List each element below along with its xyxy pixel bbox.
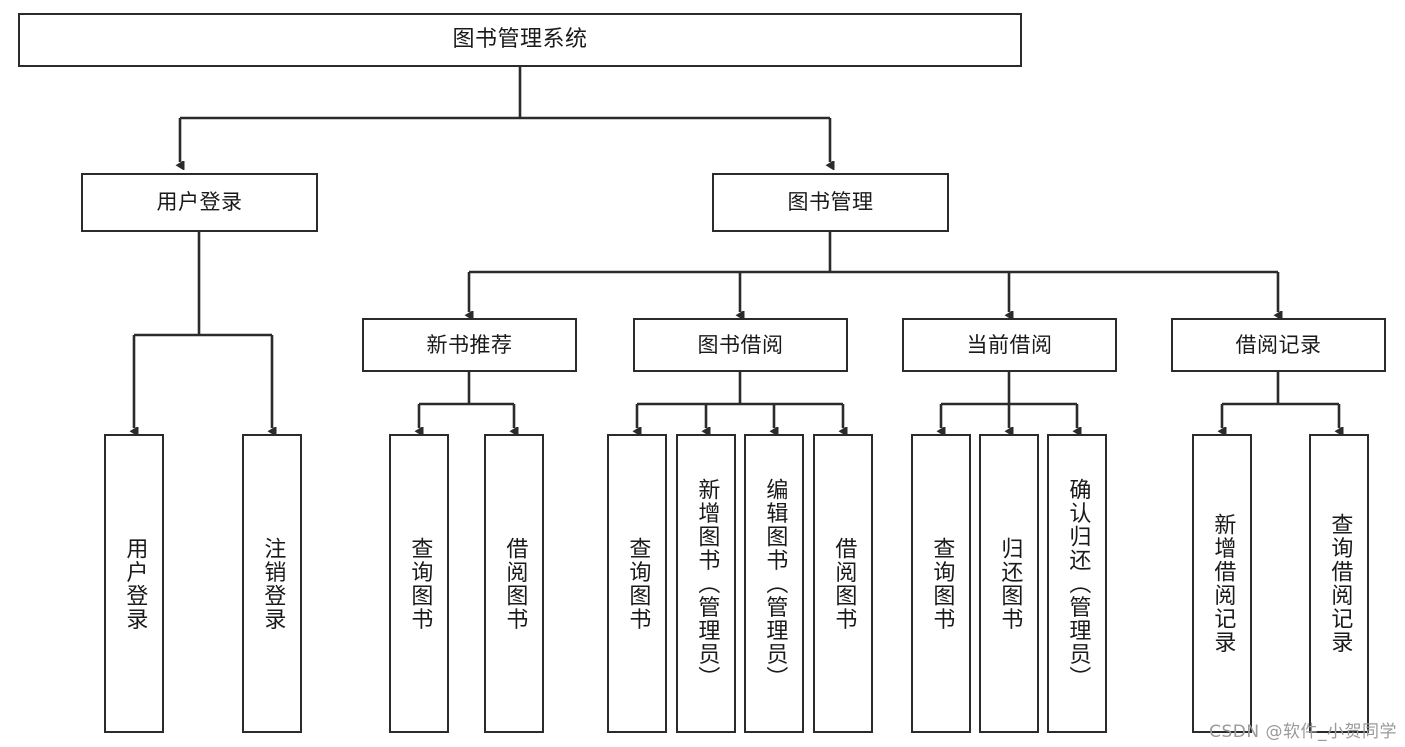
node-leaf-borrow-query[interactable]: 查询图书	[607, 434, 667, 733]
node-root-system[interactable]: 图书管理系统	[18, 13, 1022, 67]
node-leaf-borrow-edit-book-admin[interactable]: 编辑图书（管理员）	[744, 434, 804, 733]
node-leaf-label: 新增借阅记录	[1210, 513, 1236, 654]
node-book-borrow[interactable]: 图书借阅	[633, 318, 848, 372]
node-borrow-record[interactable]: 借阅记录	[1171, 318, 1386, 372]
node-leaf-borrow-add-book-admin[interactable]: 新增图书（管理员）	[676, 434, 736, 733]
node-leaf-label: 查询图书	[929, 536, 955, 631]
node-new-book-recommend[interactable]: 新书推荐	[362, 318, 577, 372]
node-current-borrow[interactable]: 当前借阅	[902, 318, 1117, 372]
node-leaf-label: 借阅图书	[502, 536, 528, 631]
node-leaf-current-confirm-return-admin[interactable]: 确认归还（管理员）	[1047, 434, 1107, 733]
node-book-borrow-label: 图书借阅	[697, 332, 784, 357]
node-leaf-current-return[interactable]: 归还图书	[979, 434, 1039, 733]
node-leaf-new-book-query[interactable]: 查询图书	[389, 434, 449, 733]
node-leaf-label: 查询借阅记录	[1327, 513, 1353, 654]
node-leaf-label: 查询图书	[407, 536, 433, 631]
node-leaf-user-login-login[interactable]: 用户登录	[104, 434, 164, 733]
node-root-system-label: 图书管理系统	[452, 27, 588, 53]
node-leaf-current-query[interactable]: 查询图书	[911, 434, 971, 733]
node-borrow-record-label: 借阅记录	[1235, 332, 1322, 357]
node-leaf-label: 编辑图书（管理员）	[762, 477, 788, 690]
watermark-text: CSDN @软件_小贺同学	[1209, 722, 1397, 742]
node-leaf-record-query[interactable]: 查询借阅记录	[1309, 434, 1369, 733]
node-leaf-label: 用户登录	[122, 536, 148, 631]
node-book-manage[interactable]: 图书管理	[712, 173, 949, 232]
node-leaf-label: 查询图书	[625, 536, 651, 631]
node-leaf-label: 新增图书（管理员）	[694, 477, 720, 690]
node-leaf-new-book-borrow[interactable]: 借阅图书	[484, 434, 544, 733]
node-current-borrow-label: 当前借阅	[966, 332, 1053, 357]
node-leaf-record-add[interactable]: 新增借阅记录	[1192, 434, 1252, 733]
node-new-book-recommend-label: 新书推荐	[426, 332, 513, 357]
node-leaf-user-login-logout[interactable]: 注销登录	[242, 434, 302, 733]
node-leaf-borrow-borrow-book[interactable]: 借阅图书	[813, 434, 873, 733]
node-book-manage-label: 图书管理	[787, 190, 874, 215]
node-user-login[interactable]: 用户登录	[81, 173, 318, 232]
node-leaf-label: 确认归还（管理员）	[1065, 477, 1091, 690]
node-user-login-label: 用户登录	[156, 190, 243, 215]
node-leaf-label: 借阅图书	[831, 536, 857, 631]
node-leaf-label: 归还图书	[997, 536, 1023, 631]
node-leaf-label: 注销登录	[260, 536, 286, 631]
